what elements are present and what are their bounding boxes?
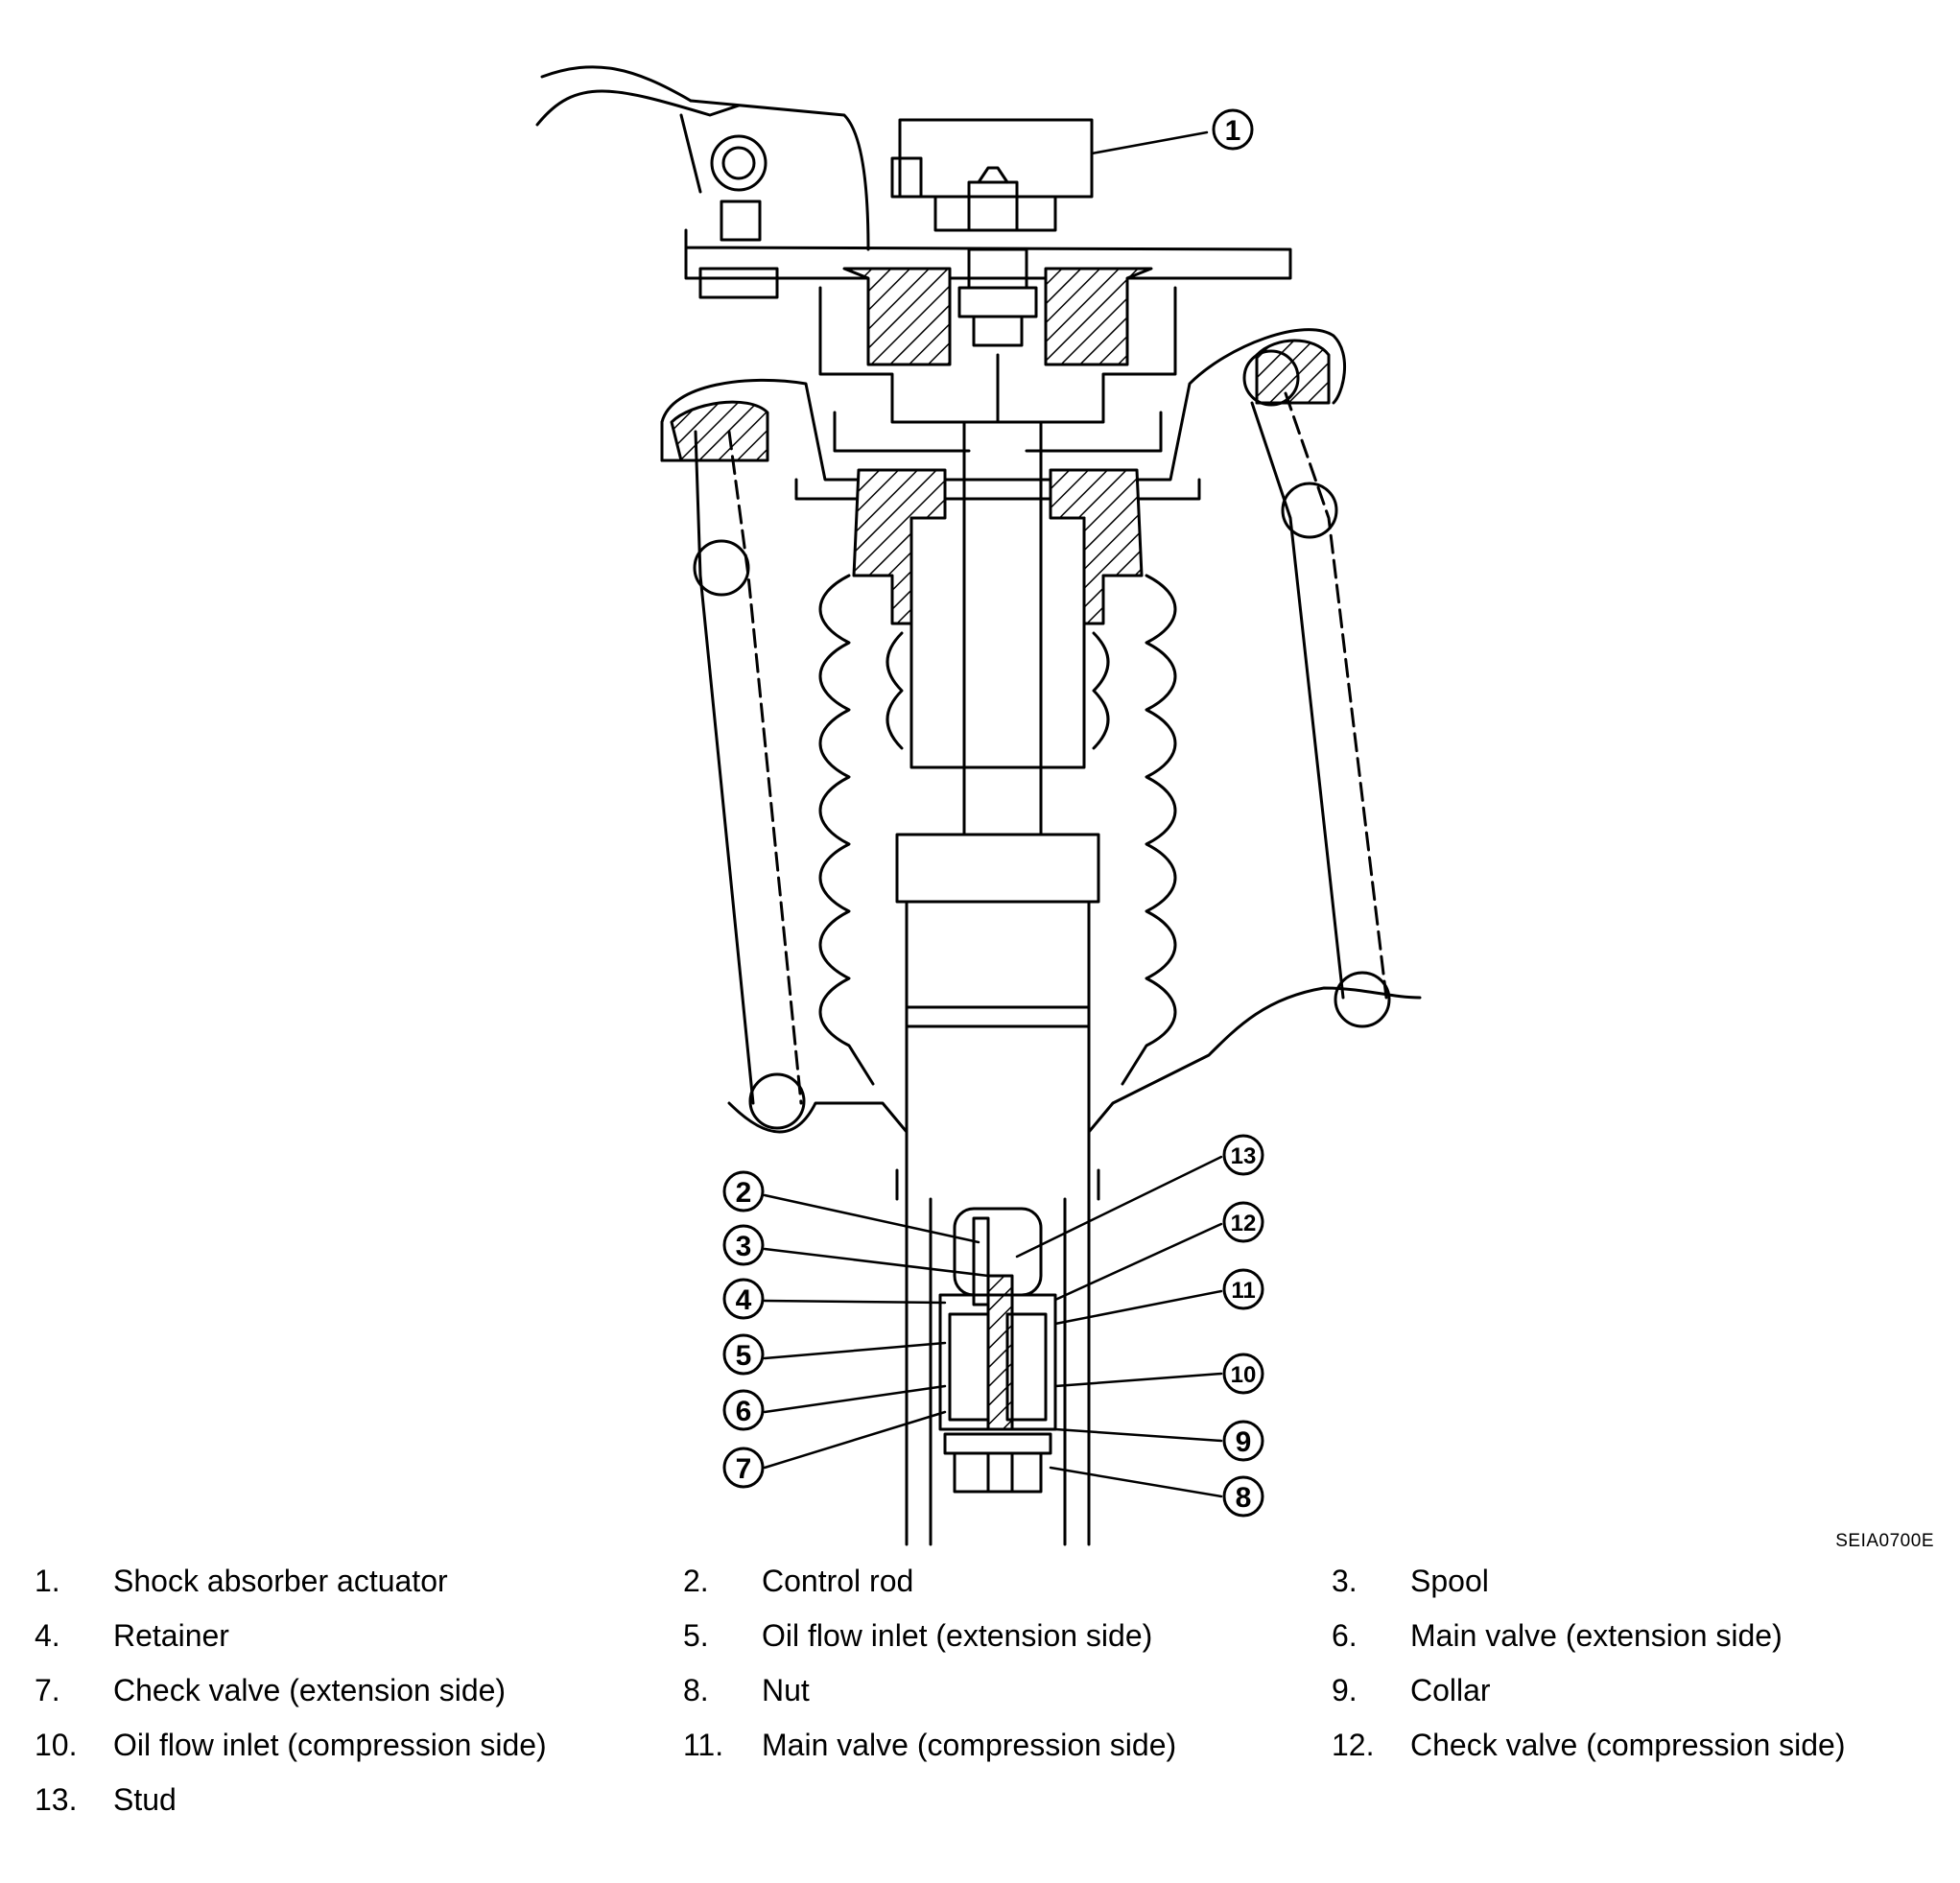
coil-spring xyxy=(693,349,1391,1130)
shock-absorber-diagram: 1 2 3 4 5 6 7 8 xyxy=(535,65,1422,1546)
upper-spring-seat xyxy=(660,328,1347,501)
legend-label: Stud xyxy=(113,1782,177,1817)
callouts: 1 2 3 4 5 6 7 8 xyxy=(722,108,1264,1518)
legend-number: 7. xyxy=(35,1673,60,1707)
leader-lines xyxy=(763,130,1223,1498)
legend-number: 5. xyxy=(683,1618,709,1653)
callout-11-label: 11 xyxy=(1231,1278,1255,1304)
callout-12: 12 xyxy=(1222,1201,1264,1243)
callout-12-label: 12 xyxy=(1231,1211,1257,1236)
callout-2: 2 xyxy=(722,1170,765,1212)
legend-label: Check valve (extension side) xyxy=(113,1673,507,1707)
callout-7-label: 7 xyxy=(736,1453,752,1485)
callout-10: 10 xyxy=(1222,1353,1264,1395)
legend: 1. Shock absorber actuator 2. Control ro… xyxy=(0,1562,1960,1878)
callout-4-label: 4 xyxy=(736,1284,752,1316)
legend-number: 2. xyxy=(683,1564,709,1598)
legend-label: Main valve (extension side) xyxy=(1410,1618,1783,1653)
callout-11: 11 xyxy=(1222,1268,1264,1310)
legend-label: Nut xyxy=(762,1673,810,1707)
callout-13: 13 xyxy=(1222,1134,1264,1176)
callout-8-label: 8 xyxy=(1236,1482,1252,1514)
callout-5-label: 5 xyxy=(736,1340,752,1372)
legend-label: Shock absorber actuator xyxy=(113,1564,448,1598)
callout-3-label: 3 xyxy=(736,1231,752,1262)
legend-number: 13. xyxy=(35,1782,78,1817)
callout-6: 6 xyxy=(722,1389,765,1431)
legend-label: Spool xyxy=(1410,1564,1489,1598)
callout-8: 8 xyxy=(1222,1475,1264,1518)
callout-9-label: 9 xyxy=(1236,1426,1252,1458)
callout-4: 4 xyxy=(722,1278,765,1320)
dust-boot xyxy=(818,574,1177,1086)
legend-label: Retainer xyxy=(113,1618,229,1653)
legend-number: 12. xyxy=(1332,1728,1375,1762)
legend-label: Oil flow inlet (compression side) xyxy=(113,1728,547,1762)
piston-valve-assembly xyxy=(929,1197,1067,1546)
legend-number: 10. xyxy=(35,1728,78,1762)
upper-mount xyxy=(818,267,1177,453)
legend-number: 3. xyxy=(1332,1564,1358,1598)
legend-number: 8. xyxy=(683,1673,709,1707)
callout-5: 5 xyxy=(722,1333,765,1376)
legend-label: Oil flow inlet (extension side) xyxy=(762,1618,1153,1653)
figure-id: SEIA0700E xyxy=(1835,1531,1934,1551)
callout-13-label: 13 xyxy=(1231,1143,1257,1169)
lower-spring-seat xyxy=(727,986,1422,1201)
bump-stopper xyxy=(852,468,1144,769)
shock-cylinder xyxy=(895,833,1100,1546)
legend-label: Main valve (compression side) xyxy=(762,1728,1177,1762)
callout-1-label: 1 xyxy=(1225,115,1241,147)
legend-number: 1. xyxy=(35,1564,60,1598)
piston-rod xyxy=(962,420,1043,836)
legend-label: Check valve (compression side) xyxy=(1410,1728,1846,1762)
callout-9: 9 xyxy=(1222,1420,1264,1462)
legend-label: Control rod xyxy=(762,1564,914,1598)
callout-7: 7 xyxy=(722,1447,765,1489)
legend-number: 11. xyxy=(683,1728,724,1762)
callout-10-label: 10 xyxy=(1231,1362,1257,1388)
callout-3: 3 xyxy=(722,1224,765,1266)
shock-absorber-actuator xyxy=(890,118,1094,347)
callout-6-label: 6 xyxy=(736,1396,752,1427)
mount-bracket xyxy=(535,65,1292,299)
legend-number: 9. xyxy=(1332,1673,1358,1707)
legend-number: 4. xyxy=(35,1618,60,1653)
legend-number: 6. xyxy=(1332,1618,1358,1653)
callout-1: 1 xyxy=(1212,108,1254,151)
callout-2-label: 2 xyxy=(736,1177,752,1209)
legend-label: Collar xyxy=(1410,1673,1491,1707)
